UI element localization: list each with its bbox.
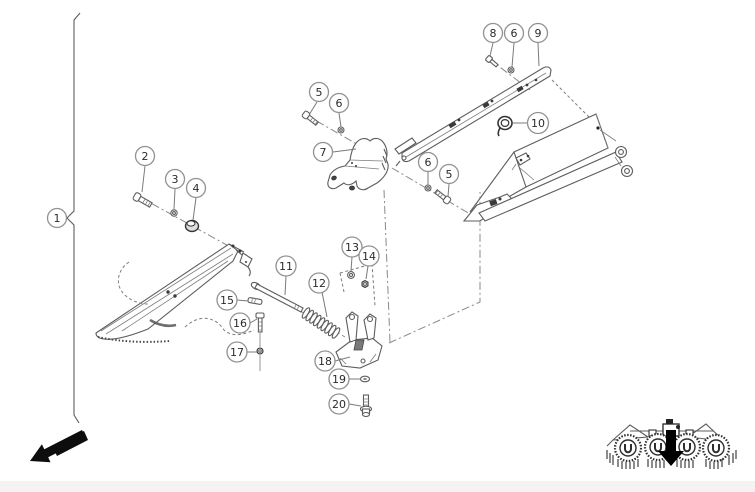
callout-17[interactable]: 17 — [226, 341, 248, 363]
callout-11[interactable]: 11 — [275, 255, 297, 277]
callout-15[interactable]: 15 — [216, 289, 238, 311]
part-washer-19 — [359, 375, 371, 383]
callout-4[interactable]: 4 — [185, 177, 207, 199]
frame-mount — [511, 152, 535, 181]
part-bracket-18 — [335, 311, 383, 369]
part-washer-13 — [347, 271, 355, 279]
svg-text:12: 12 — [312, 277, 326, 290]
callout-9[interactable]: 9 — [527, 22, 549, 44]
part-washer-6-top — [507, 66, 515, 74]
part-clip-10 — [497, 115, 513, 137]
svg-text:6: 6 — [425, 156, 432, 169]
svg-text:3: 3 — [172, 173, 179, 186]
svg-text:7: 7 — [320, 146, 327, 159]
callout-6c[interactable]: 6 — [503, 22, 525, 44]
svg-text:18: 18 — [318, 355, 332, 368]
part-rod-11 — [250, 281, 304, 313]
part-bolt-2 — [132, 192, 153, 208]
leader-lines — [141, 42, 540, 407]
crop-divider-cone — [95, 243, 255, 343]
direction-arrow-icon — [30, 430, 88, 463]
callout-12[interactable]: 12 — [308, 272, 330, 294]
part-bolt-5-middle — [433, 189, 452, 205]
callout-14[interactable]: 14 — [358, 245, 380, 267]
callout-8[interactable]: 8 — [482, 22, 504, 44]
callout-5b[interactable]: 5 — [438, 163, 460, 185]
svg-text:14: 14 — [362, 250, 376, 263]
part-nut-17 — [256, 347, 264, 355]
bottom-strip — [0, 481, 755, 492]
callout-19[interactable]: 19 — [328, 368, 350, 390]
svg-text:17: 17 — [230, 346, 244, 359]
callout-3[interactable]: 3 — [164, 168, 186, 190]
callout-2[interactable]: 2 — [134, 145, 156, 167]
part-washer-3 — [170, 209, 178, 217]
svg-text:16: 16 — [233, 317, 247, 330]
part-washer-6-middle — [424, 184, 432, 192]
svg-text:8: 8 — [490, 27, 497, 40]
svg-text:9: 9 — [535, 27, 542, 40]
thumbnail-tines — [606, 450, 737, 469]
svg-text:10: 10 — [531, 117, 545, 130]
svg-text:6: 6 — [336, 97, 343, 110]
svg-text:6: 6 — [511, 27, 518, 40]
svg-text:1: 1 — [54, 212, 61, 225]
svg-text:5: 5 — [446, 168, 453, 181]
frame-bushings — [614, 145, 634, 178]
thumbnail-rotors — [613, 432, 731, 463]
svg-text:4: 4 — [193, 182, 200, 195]
svg-text:2: 2 — [142, 150, 149, 163]
callouts: 1 2 3 4 5 6 7 6 5 8 6 9 10 11 12 13 14 1… — [46, 22, 550, 415]
machine-front-view-thumbnail — [606, 419, 737, 469]
part-bracket-7 — [327, 137, 389, 191]
callout-6a[interactable]: 6 — [328, 92, 350, 114]
svg-text:11: 11 — [279, 260, 293, 273]
part-nut-14 — [361, 279, 369, 289]
part-bolt-16 — [255, 312, 265, 371]
callout-20[interactable]: 20 — [328, 393, 350, 415]
part-link-15 — [247, 297, 263, 305]
callout-5a[interactable]: 5 — [308, 81, 330, 103]
svg-text:19: 19 — [332, 373, 346, 386]
callout-16[interactable]: 16 — [229, 312, 251, 334]
svg-text:13: 13 — [345, 241, 359, 254]
callout-18[interactable]: 18 — [314, 350, 336, 372]
callout-13[interactable]: 13 — [341, 236, 363, 258]
part-bolt-20 — [359, 394, 373, 418]
part-spring-12 — [301, 307, 341, 339]
cone-rear-bracket — [228, 243, 253, 277]
svg-text:20: 20 — [332, 398, 346, 411]
callout-1[interactable]: 1 — [46, 207, 68, 229]
part-bolt-5-upper — [301, 110, 320, 126]
thumbnail-down-arrow-icon — [658, 430, 684, 466]
callout-10[interactable]: 10 — [526, 111, 550, 135]
part-washer-6-upper — [337, 126, 345, 134]
callout-7[interactable]: 7 — [312, 141, 334, 163]
part-cap-nut-4 — [184, 219, 200, 233]
callout-6b[interactable]: 6 — [417, 151, 439, 173]
part-bolt-8 — [485, 55, 499, 68]
svg-text:15: 15 — [220, 294, 234, 307]
rail-clamps — [448, 78, 538, 129]
divider-frame-assembly — [462, 113, 634, 222]
svg-text:5: 5 — [316, 86, 323, 99]
exploded-view-diagram: 1 2 3 4 5 6 7 6 5 8 6 9 10 11 12 13 14 1… — [30, 12, 737, 469]
part-rail-9 — [394, 66, 552, 167]
group-bracket-1 — [66, 12, 81, 424]
